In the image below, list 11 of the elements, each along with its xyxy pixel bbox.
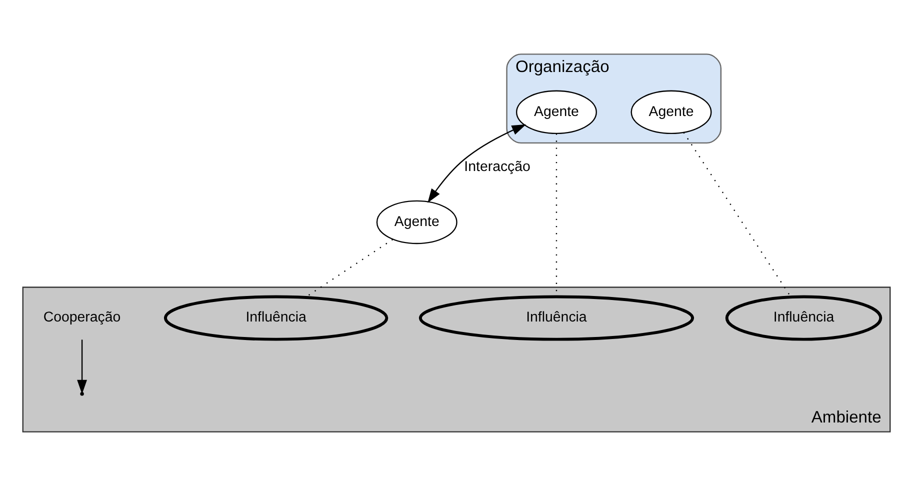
node-ellipse: Influência — [418, 294, 694, 340]
node-ellipse: Agente — [630, 90, 712, 134]
edge-label: Interacção — [464, 158, 530, 174]
node-ellipse: Influência — [725, 294, 882, 340]
arrow — [428, 124, 526, 202]
node-text: Cooperação — [43, 309, 121, 326]
arrow — [77, 339, 88, 394]
node-ellipse: Influência — [164, 294, 388, 340]
node-ellipse: Agente — [376, 200, 458, 244]
connector — [683, 132, 792, 297]
node-ellipse: Agente — [516, 90, 597, 134]
